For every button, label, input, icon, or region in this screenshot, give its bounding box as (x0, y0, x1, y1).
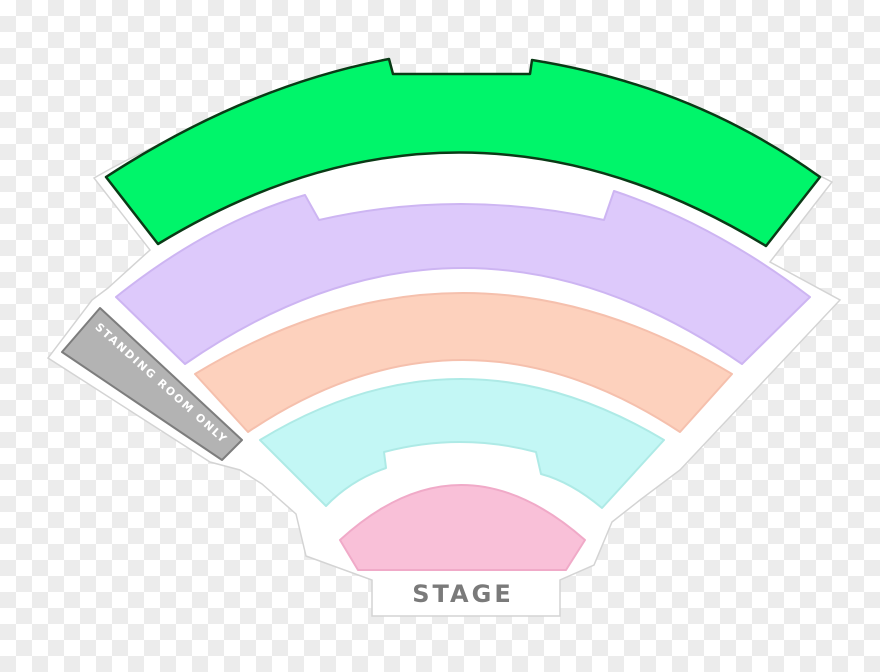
section-middle-tier[interactable] (194, 292, 733, 433)
section-pit[interactable] (339, 484, 586, 571)
stage-label: STAGE (412, 580, 513, 608)
stage-area: STAGE (412, 580, 513, 608)
section-mezzanine[interactable] (115, 190, 811, 365)
standing-room-shape[interactable] (61, 307, 243, 461)
section-front-tier[interactable] (259, 378, 665, 509)
section-upper-tier[interactable] (104, 57, 822, 248)
